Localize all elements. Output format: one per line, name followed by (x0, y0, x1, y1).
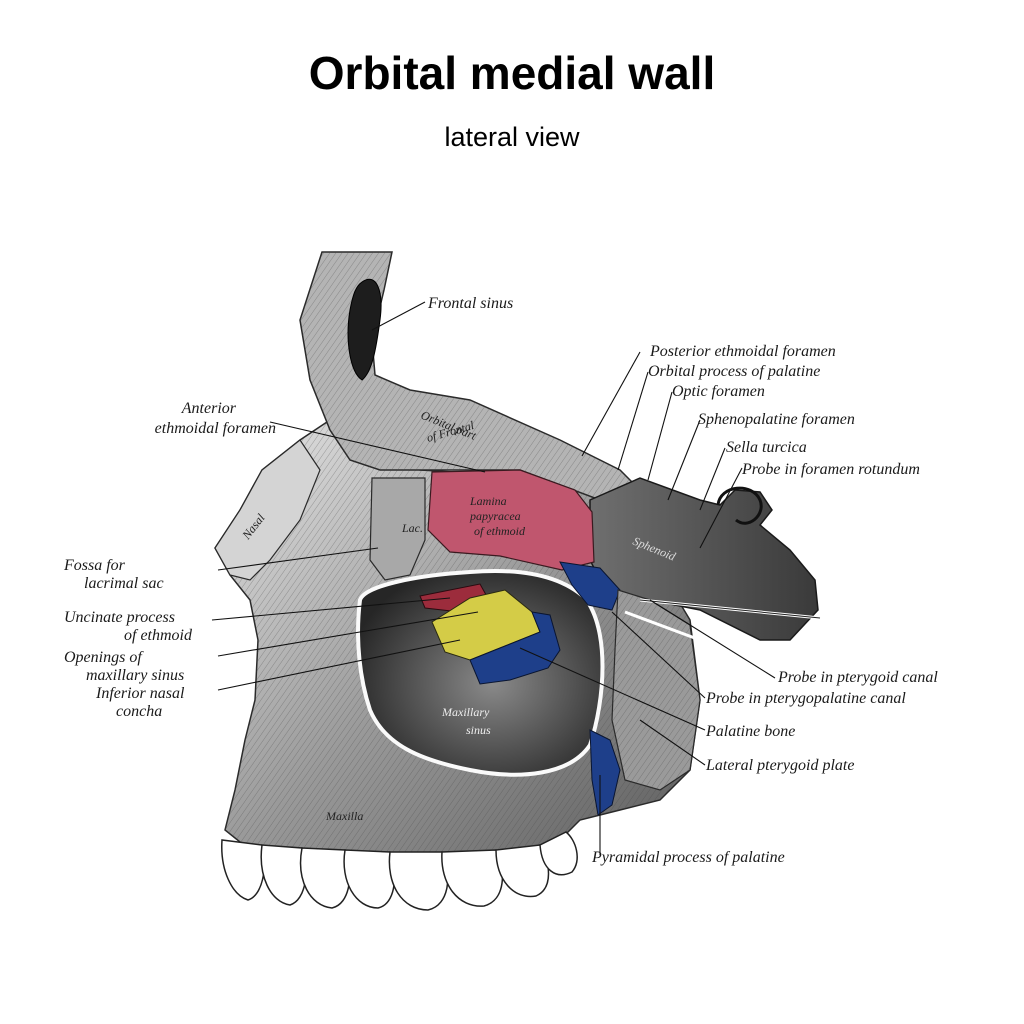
page-subtitle: lateral view (444, 122, 580, 152)
label-pyramidal-process: Pyramidal process of palatine (591, 849, 785, 866)
label-probe-pterygopalatine-canal: Probe in pterygopalatine canal (705, 690, 906, 707)
inner-label-lamina-3: of ethmoid (474, 524, 526, 538)
label-probe-pterygoid-canal: Probe in pterygoid canal (777, 669, 938, 686)
label-sella-turcica: Sella turcica (726, 439, 807, 456)
label-lateral-pterygoid-plate: Lateral pterygoid plate (705, 757, 854, 774)
label-inferior-concha-1: Inferior nasal (95, 685, 185, 702)
label-sphenopalatine-foramen: Sphenopalatine foramen (698, 411, 855, 428)
inner-label-lamina-2: papyracea (469, 509, 521, 523)
inner-label-maxillary-sinus-2: sinus (466, 723, 491, 737)
label-frontal-sinus: Frontal sinus (427, 295, 513, 312)
sella-turcica (716, 486, 763, 525)
leader-lines (211, 301, 776, 855)
label-probe-foramen-rotundum: Probe in foramen rotundum (741, 461, 920, 478)
palatine-blue-upper (559, 561, 621, 611)
label-uncinate-2: of ethmoid (124, 627, 193, 644)
label-anterior-ethmoidal-foramen-1: Anterior (181, 400, 237, 417)
label-anterior-ethmoidal-foramen-2: ethmoidal foramen (155, 420, 276, 437)
nasal-bone (214, 439, 321, 581)
label-optic-foramen: Optic foramen (672, 383, 765, 400)
palatine-blue-region (469, 611, 561, 685)
label-posterior-ethmoidal-foramen: Posterior ethmoidal foramen (649, 343, 836, 360)
page-title: Orbital medial wall (308, 47, 716, 99)
lacrimal-bone (369, 477, 426, 581)
inner-label-maxilla: Maxilla (325, 809, 363, 823)
inner-label-lamina-1: Lamina (469, 494, 507, 508)
probe-pterygopalatine (624, 610, 701, 642)
label-inferior-concha-2: concha (116, 703, 162, 720)
palatine-blue-lower (589, 729, 621, 816)
inner-label-maxillary-sinus-1: Maxillary (441, 705, 490, 719)
teeth (221, 831, 578, 911)
label-openings-1: Openings of (64, 649, 144, 666)
label-fossa-lacrimal-2: lacrimal sac (84, 575, 164, 592)
inner-label-lacrimal: Lac. (401, 521, 423, 535)
label-fossa-lacrimal-1: Fossa for (63, 557, 126, 574)
label-palatine-bone: Palatine bone (705, 723, 795, 740)
label-openings-2: maxillary sinus (86, 667, 184, 684)
frontal-sinus-cavity (347, 278, 382, 381)
label-uncinate-1: Uncinate process (64, 609, 175, 626)
label-orbital-process-of-palatine: Orbital process of palatine (648, 363, 820, 380)
